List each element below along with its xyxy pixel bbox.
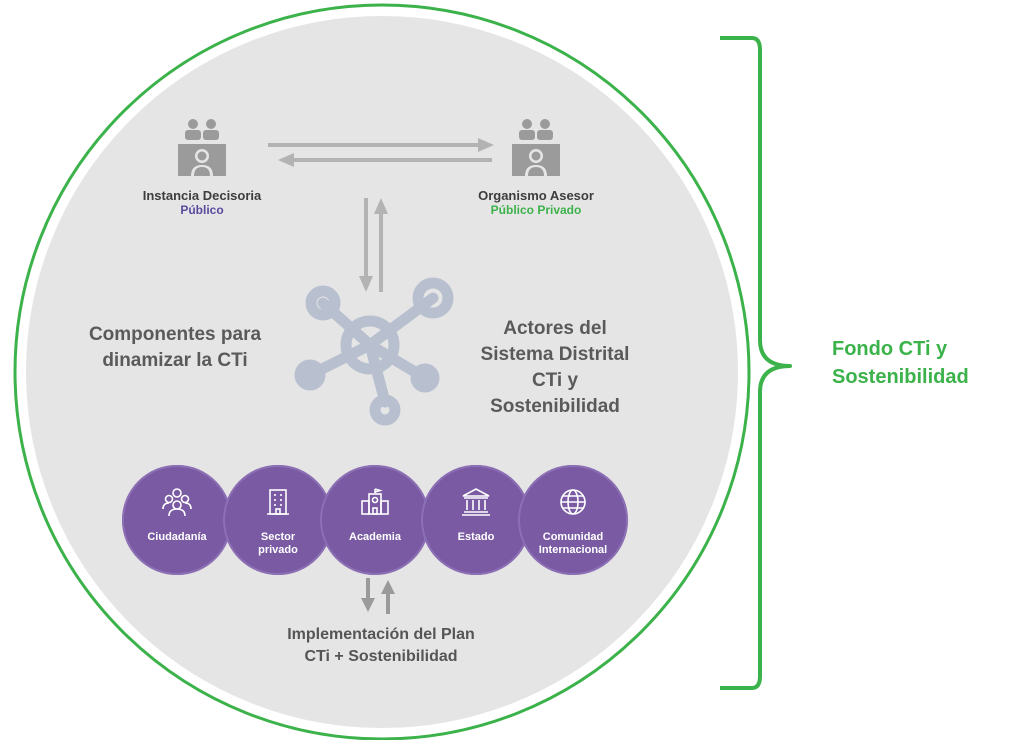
government-icon bbox=[462, 488, 490, 516]
actor-label: Ciudadanía bbox=[147, 531, 207, 543]
advisory-body-icon bbox=[512, 119, 560, 176]
network-hub-icon bbox=[294, 277, 454, 426]
actor-comunidad-internacional: Comunidad Internacional bbox=[518, 465, 628, 575]
implementation-arrows bbox=[361, 578, 395, 614]
actor-academia: Academia bbox=[320, 465, 430, 575]
bidirectional-vertical-arrows bbox=[359, 198, 388, 292]
actor-sector-privado: Sector privado bbox=[223, 465, 333, 575]
decision-body-label: Instancia Decisoria Público bbox=[122, 188, 282, 217]
actor-estado: Estado bbox=[421, 465, 531, 575]
decision-body-icon bbox=[178, 119, 226, 176]
actor-label: Estado bbox=[457, 531, 495, 543]
implementation-label: Implementación del Plan CTi + Sostenibil… bbox=[287, 626, 475, 665]
advisory-body-title: Organismo Asesor bbox=[478, 188, 594, 203]
components-heading: Componentes para dinamizar la CTi bbox=[88, 324, 262, 371]
actor-label: Academia bbox=[349, 531, 401, 543]
actors-heading: Actores del Sistema Distrital CTi y Sost… bbox=[480, 318, 630, 417]
university-icon bbox=[361, 488, 389, 515]
fund-bracket bbox=[720, 36, 792, 690]
decision-body-subtitle: Público bbox=[180, 203, 224, 217]
decision-body-title: Instancia Decisoria bbox=[142, 188, 262, 203]
building-icon bbox=[267, 489, 289, 515]
actor-label: Sector privado bbox=[258, 531, 298, 556]
actor-ciudadania: Ciudadanía bbox=[122, 465, 232, 575]
advisory-body-subtitle: Público Privado bbox=[490, 203, 582, 217]
fund-label: Fondo CTi y Sostenibilidad bbox=[832, 338, 969, 388]
globe-icon bbox=[560, 489, 586, 515]
people-icon bbox=[162, 488, 192, 517]
bidirectional-horizontal-arrows bbox=[268, 138, 494, 167]
ecosystem-circle-outline bbox=[13, 3, 751, 740]
advisory-body-label: Organismo Asesor Público Privado bbox=[456, 188, 616, 217]
actor-label: Comunidad Internacional bbox=[538, 531, 608, 556]
